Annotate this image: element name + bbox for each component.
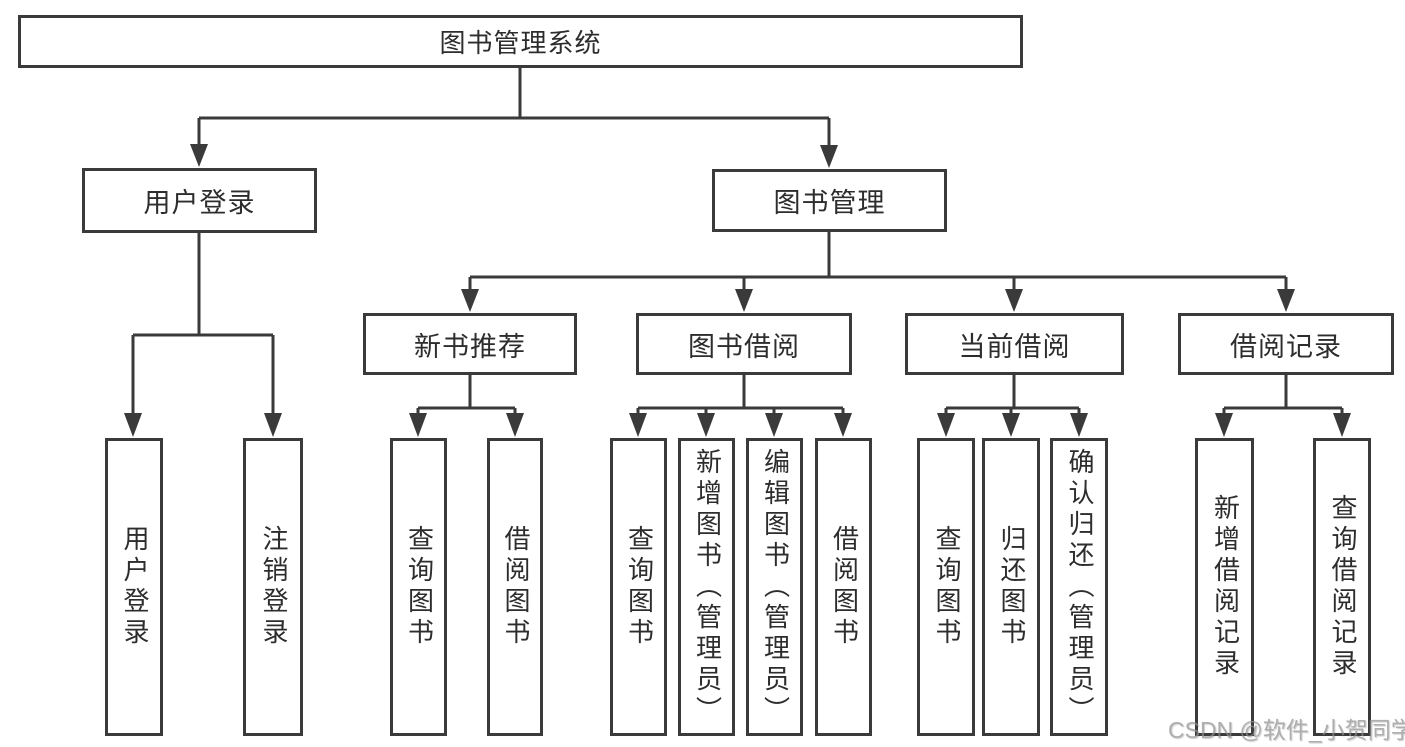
leaf-add-borrow-record: 新增借阅记录 bbox=[1195, 438, 1254, 736]
leaf-query-book-borrow-label: 查询图书 bbox=[624, 525, 655, 649]
node-book-management: 图书管理 bbox=[712, 169, 947, 232]
leaf-query-borrow-record-label: 查询借阅记录 bbox=[1327, 494, 1358, 680]
leaf-return-book: 归还图书 bbox=[982, 438, 1040, 736]
node-user-login-label: 用户登录 bbox=[143, 188, 256, 218]
leaf-add-borrow-record-label: 新增借阅记录 bbox=[1210, 494, 1241, 680]
leaf-query-book-recommend: 查询图书 bbox=[390, 438, 447, 736]
node-current-borrow: 当前借阅 bbox=[905, 313, 1124, 375]
leaf-edit-book-admin-label: 编辑图书（管理员） bbox=[760, 447, 791, 727]
node-book-borrow-label: 图书借阅 bbox=[688, 331, 800, 362]
leaf-query-book-recommend-label: 查询图书 bbox=[404, 525, 435, 649]
node-borrow-record-label: 借阅记录 bbox=[1230, 331, 1342, 362]
leaf-query-book-borrow: 查询图书 bbox=[610, 438, 667, 736]
csdn-watermark: CSDN @软件_小贺同学 bbox=[1168, 717, 1405, 743]
leaf-user-login-label: 用户登录 bbox=[119, 525, 150, 649]
leaf-confirm-return-admin: 确认归还（管理员） bbox=[1050, 438, 1108, 736]
leaf-confirm-return-admin-label: 确认归还（管理员） bbox=[1064, 447, 1095, 727]
leaf-query-book-current: 查询图书 bbox=[917, 438, 975, 736]
leaf-add-book-admin-label: 新增图书（管理员） bbox=[692, 447, 723, 727]
node-root-library-system: 图书管理系统 bbox=[18, 15, 1023, 68]
node-book-management-label: 图书管理 bbox=[773, 188, 886, 218]
node-current-borrow-label: 当前借阅 bbox=[958, 331, 1071, 362]
leaf-borrow-book: 借阅图书 bbox=[815, 438, 872, 736]
leaf-add-book-admin: 新增图书（管理员） bbox=[678, 438, 735, 736]
leaf-query-borrow-record: 查询借阅记录 bbox=[1313, 438, 1371, 736]
leaf-borrow-book-recommend-label: 借阅图书 bbox=[500, 525, 531, 649]
leaf-user-login: 用户登录 bbox=[105, 438, 163, 736]
leaf-edit-book-admin: 编辑图书（管理员） bbox=[746, 438, 803, 736]
node-new-book-recommend: 新书推荐 bbox=[363, 313, 577, 375]
node-user-login: 用户登录 bbox=[82, 168, 317, 233]
leaf-borrow-book-recommend: 借阅图书 bbox=[487, 438, 543, 736]
node-root-label: 图书管理系统 bbox=[439, 28, 602, 58]
leaf-query-book-current-label: 查询图书 bbox=[931, 525, 962, 649]
node-book-borrow: 图书借阅 bbox=[636, 313, 852, 375]
node-new-book-recommend-label: 新书推荐 bbox=[414, 331, 526, 362]
leaf-logout: 注销登录 bbox=[243, 438, 303, 736]
node-borrow-record: 借阅记录 bbox=[1178, 313, 1394, 375]
leaf-return-book-label: 归还图书 bbox=[996, 525, 1027, 649]
leaf-logout-label: 注销登录 bbox=[258, 525, 289, 649]
leaf-borrow-book-label: 借阅图书 bbox=[829, 525, 860, 649]
